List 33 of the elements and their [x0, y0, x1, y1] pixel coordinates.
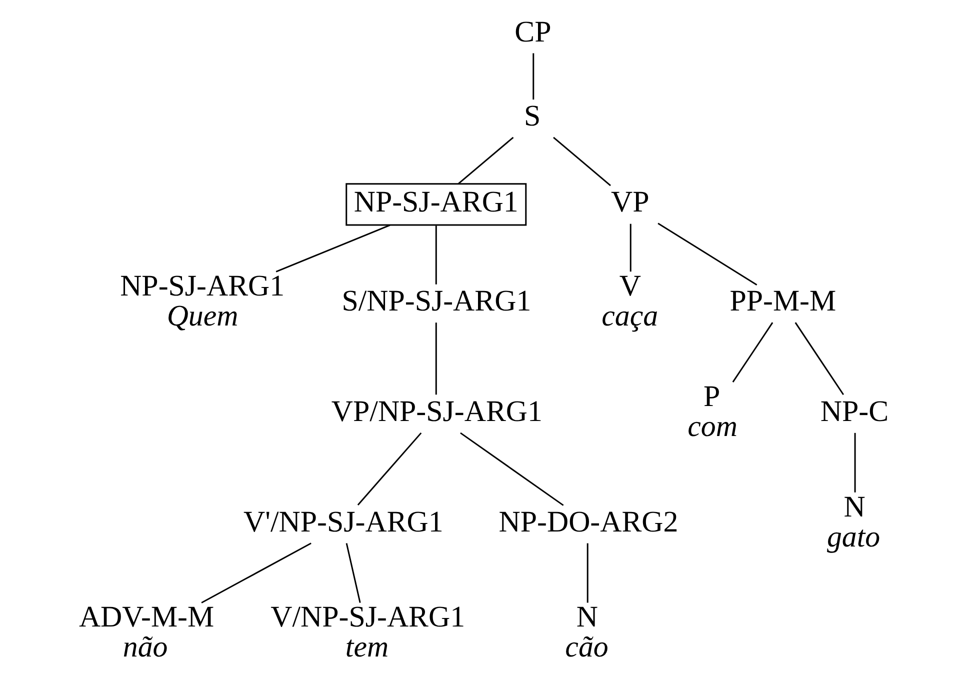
connector: [357, 432, 422, 506]
connector: [458, 136, 514, 184]
connector: [435, 322, 437, 395]
connector: [854, 432, 856, 492]
connector: [532, 53, 534, 100]
connector: [586, 543, 588, 603]
node-text: NP-SJ-ARG1 Quem: [120, 270, 285, 333]
node-text: S: [524, 100, 541, 133]
connector: [658, 222, 758, 286]
connector: [460, 432, 564, 506]
node-box: NP-SJ-ARG1: [346, 183, 527, 226]
connector: [732, 322, 774, 382]
node-text: N cão: [565, 600, 608, 664]
node-text: NP-C: [820, 395, 889, 428]
connector: [794, 322, 844, 396]
node-text: P com: [688, 380, 738, 443]
node-text: V caça: [602, 270, 658, 333]
node-text: PP-M-M: [730, 284, 836, 318]
node-text: CP: [514, 15, 552, 48]
connector: [435, 226, 437, 284]
connector: [553, 136, 611, 186]
node-text: V'/NP-SJ-ARG1: [244, 505, 444, 538]
node-text: NP-DO-ARG2: [498, 505, 678, 538]
connector: [630, 224, 632, 272]
node-text: N gato: [826, 490, 880, 554]
node-text: VP: [610, 186, 650, 219]
node-text: V/NP-SJ-ARG1 tem: [270, 600, 466, 664]
connector: [276, 224, 390, 272]
node-text: S/NP-SJ-ARG1: [342, 284, 532, 318]
node-text: VP/NP-SJ-ARG1: [331, 395, 542, 428]
node-text: ADV-M-M não: [78, 600, 214, 664]
connector: [201, 542, 312, 604]
connector: [346, 543, 361, 603]
